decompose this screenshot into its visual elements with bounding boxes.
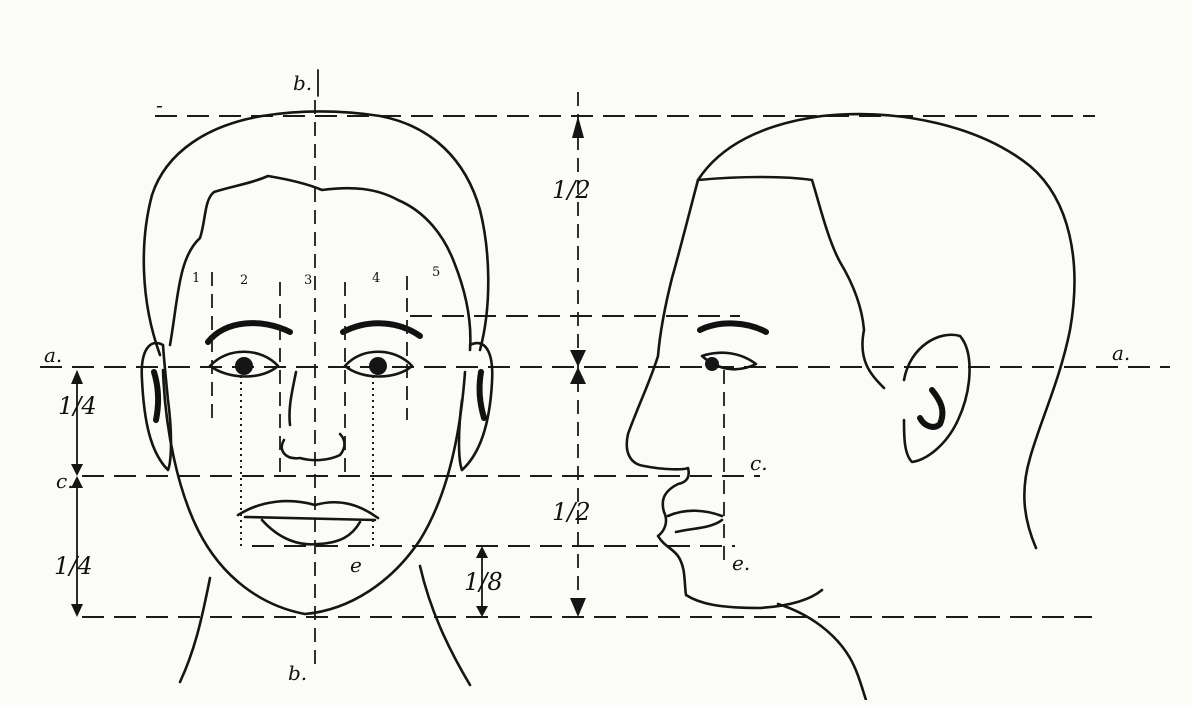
left-pupil (235, 357, 253, 375)
profile-hair-outline (698, 114, 1074, 548)
bottom-arrow (570, 598, 586, 617)
eye-mark-5: 5 (432, 265, 440, 280)
lower-lip (262, 520, 360, 544)
label-e-front: e (350, 553, 362, 577)
profile-neck (778, 604, 866, 700)
profile-hairline (698, 177, 884, 388)
eye-width-dividers (212, 272, 407, 548)
label-a-right: a. (1112, 341, 1130, 365)
front-hair-outline (144, 112, 488, 356)
profile-ear-inner (920, 390, 942, 427)
eye-mark-3: 3 (304, 273, 312, 288)
mouth-line (245, 517, 375, 520)
profile-lower-lip (676, 520, 722, 532)
eighth-arrow-down (476, 606, 488, 617)
top-arrow (572, 116, 584, 138)
nose-bridge (289, 372, 296, 425)
eighth-arrow-up (476, 546, 488, 558)
right-pupil (369, 357, 387, 375)
label-b-bottom: b. (288, 661, 307, 685)
profile-pupil (705, 357, 719, 371)
front-hairline (170, 176, 470, 350)
eye-mark-2: 2 (240, 273, 248, 288)
upper-half-arrow-down (570, 350, 586, 367)
profile-head (627, 114, 1075, 700)
fraction-upper-half: 1/2 (552, 176, 591, 204)
front-face-outline (163, 370, 465, 614)
upper-lip (238, 501, 378, 518)
label-e-profile: e. (732, 551, 750, 575)
fraction-lower-half: 1/2 (552, 498, 591, 526)
left-eyebrow (208, 323, 290, 342)
right-eyebrow (343, 323, 420, 336)
fraction-lower-quarter: 1/4 (54, 552, 93, 580)
front-neck-right (420, 566, 470, 685)
left-ear-inner (154, 372, 158, 420)
profile-eyebrow (700, 323, 766, 332)
upper-quarter-arrow-up (71, 370, 83, 384)
profile-upper-lip (668, 511, 722, 516)
eye-mark-1: 1 (192, 271, 200, 286)
label-c-right: c. (750, 451, 768, 475)
fraction-eighth: 1/8 (464, 568, 503, 596)
eye-mark-4: 4 (372, 271, 380, 286)
nose-base (282, 434, 345, 460)
right-ear-inner (480, 372, 484, 418)
fraction-upper-quarter: 1/4 (58, 392, 97, 420)
front-neck-left (180, 578, 210, 682)
right-ear (459, 343, 492, 470)
label-a-left: a. (44, 343, 62, 367)
front-face (142, 112, 493, 686)
label-b-top: b. (293, 71, 312, 95)
label-c-left: c. (56, 469, 74, 493)
lower-quarter-arrow-down (71, 604, 83, 617)
lower-half-arrow-up (570, 367, 586, 384)
label-dash-mark: - (156, 93, 163, 117)
